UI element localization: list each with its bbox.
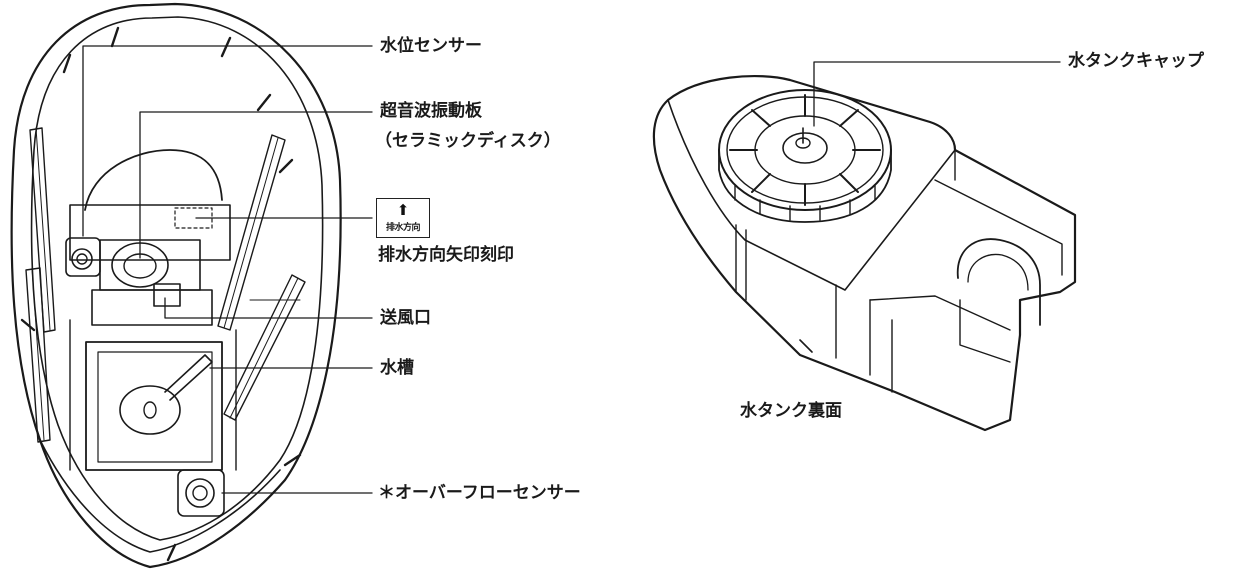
humidifier-base-illustration xyxy=(10,2,342,569)
label-tank-underside: 水タンク裏面 xyxy=(740,401,842,421)
drain-direction-icon-text: 排水方向 xyxy=(385,223,421,233)
label-overflow-sensor: ＊オーバーフローセンサー xyxy=(378,483,581,503)
drain-direction-icon: ⬆ 排水方向 xyxy=(376,198,430,238)
up-arrow-icon: ⬆ xyxy=(396,201,410,219)
label-air-outlet: 送風口 xyxy=(380,308,431,328)
label-drain-direction-mark: 排水方向矢印刻印 xyxy=(378,245,514,265)
label-ceramic-disc: （セラミックディスク） xyxy=(375,131,561,151)
label-tank-cap: 水タンクキャップ xyxy=(1068,51,1204,71)
label-water-level-sensor: 水位センサー xyxy=(380,36,482,56)
water-tank-illustration xyxy=(652,74,1077,432)
label-ultrasonic-plate: 超音波振動板 xyxy=(380,101,482,121)
leader-lines-left xyxy=(82,45,373,494)
label-water-basin: 水槽 xyxy=(380,358,414,378)
leader-line-tank-cap xyxy=(813,61,1061,127)
